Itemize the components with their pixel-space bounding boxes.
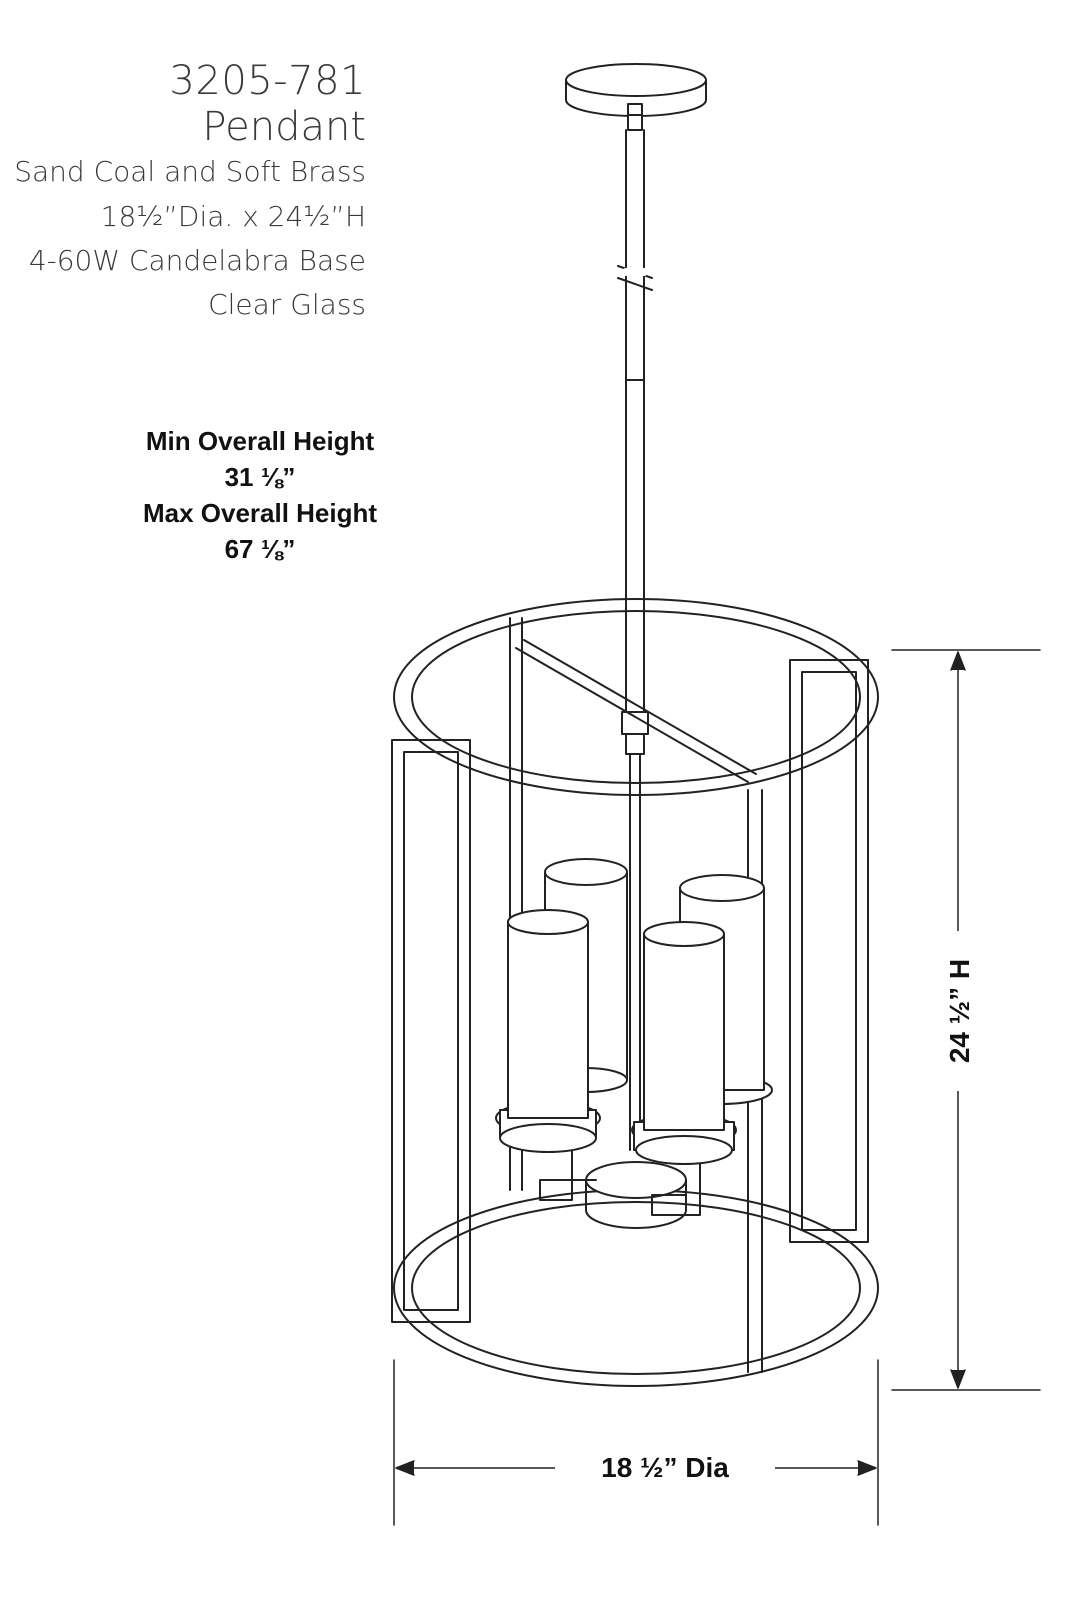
diameter-dimension (393, 1359, 879, 1526)
max-height-label: Max Overall Height (142, 498, 378, 528)
stem-rod (617, 129, 653, 1151)
height-dimension (891, 649, 1041, 1391)
candle-cluster (495, 858, 773, 1229)
glass-text: Clear Glass (208, 288, 366, 321)
product-type: Pendant (202, 104, 366, 150)
model-number: 3205-781 (169, 58, 366, 104)
canopy (565, 63, 707, 131)
cross-bar (515, 639, 757, 783)
candle-front-right (631, 921, 737, 1165)
max-height-value: 67 ⅛” (224, 534, 296, 564)
diameter-dimension-label: 18 ½” Dia (555, 1452, 775, 1484)
min-height-label: Min Overall Height (145, 426, 375, 456)
lamping-text: 4-60W Candelabra Base (28, 244, 366, 277)
bottom-ring (393, 1189, 879, 1387)
top-ring (393, 598, 879, 796)
overall-heights: Min Overall Height 31 ⅛” Max Overall Hei… (120, 423, 400, 567)
candle-front-left (495, 909, 601, 1153)
height-dimension-label: 24 ½” H (944, 931, 976, 1091)
size-text: 18½”Dia. x 24½”H (100, 200, 366, 233)
min-height-value: 31 ⅛” (224, 462, 296, 492)
finish-text: Sand Coal and Soft Brass (14, 155, 366, 188)
